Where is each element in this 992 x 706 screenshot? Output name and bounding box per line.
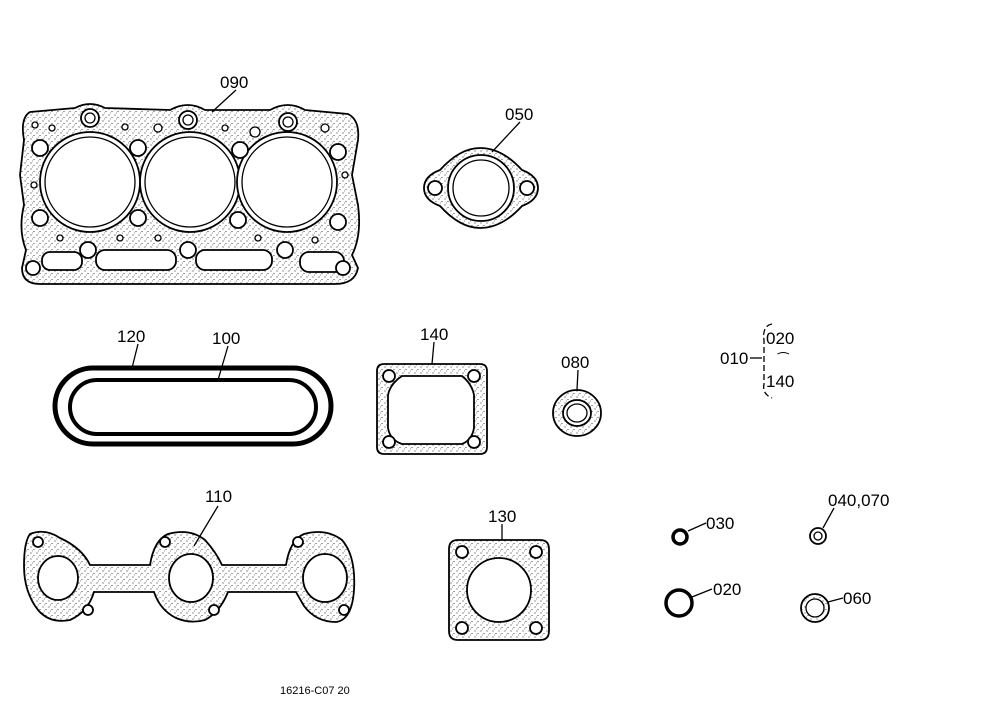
washer-060[interactable]: [800, 593, 830, 623]
oval-seal-inner[interactable]: [68, 378, 318, 436]
manifold-gasket[interactable]: [23, 530, 356, 623]
label-020: 020: [713, 580, 741, 599]
label-010-sep: ⁀: [777, 352, 790, 367]
oil-seal[interactable]: [552, 389, 602, 437]
label-010-bottom: 140: [766, 372, 794, 391]
label-060: 060: [843, 589, 871, 608]
o-ring-030[interactable]: [671, 528, 689, 546]
label-010-top: 020: [766, 329, 794, 348]
label-040-070: 040,070: [828, 491, 889, 510]
drawing-reference: 16216-C07 20: [280, 685, 350, 697]
washer-040-070[interactable]: [809, 527, 827, 545]
oval-seal-outer[interactable]: [52, 365, 334, 447]
label-100: 100: [212, 329, 240, 348]
label-010: 010: [720, 349, 748, 368]
label-130: 130: [488, 507, 516, 526]
cylinder-head-gasket[interactable]: [19, 103, 361, 285]
label-110: 110: [205, 487, 232, 506]
o-ring-020[interactable]: [664, 588, 694, 618]
label-030: 030: [706, 514, 734, 533]
label-090: 090: [220, 73, 248, 92]
label-140-square: 140: [420, 325, 448, 344]
flange-gasket[interactable]: [423, 147, 539, 229]
label-050: 050: [505, 105, 533, 124]
square-gasket[interactable]: [376, 363, 488, 455]
label-120: 120: [117, 327, 145, 346]
label-080: 080: [561, 353, 589, 372]
square-bore-gasket[interactable]: [448, 539, 550, 641]
